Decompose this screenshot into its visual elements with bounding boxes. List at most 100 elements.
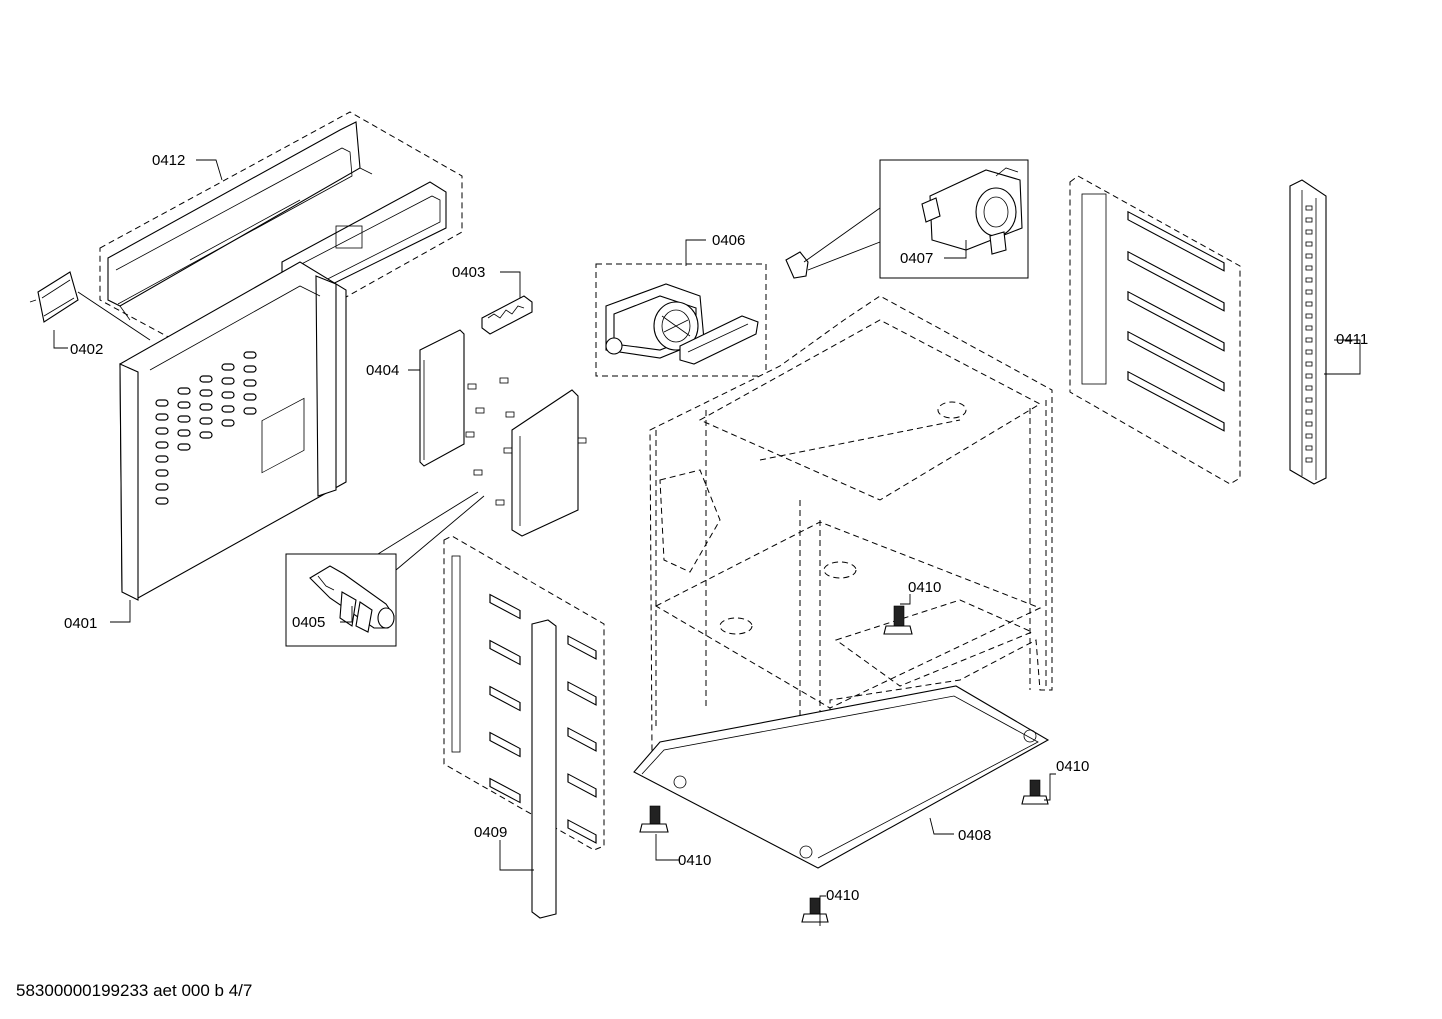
standoff-pin	[495, 499, 505, 506]
part-0412-top-cover	[99, 111, 463, 353]
part-0405-clip-detail	[285, 553, 397, 647]
rail-hole	[1305, 301, 1313, 307]
rail-hole	[1305, 241, 1313, 247]
rail-hole	[1305, 325, 1313, 331]
part-0402-bracket	[29, 271, 151, 341]
vent-slot	[199, 375, 213, 383]
vent-slot	[177, 387, 191, 395]
panel-slot	[1127, 330, 1225, 392]
part-0406-fan-assembly	[595, 263, 767, 377]
label-0412: 0412	[152, 152, 185, 169]
rail-hole	[1305, 409, 1313, 415]
rail-hole	[1305, 205, 1313, 211]
label-0407: 0407	[900, 250, 933, 267]
label-0402: 0402	[70, 341, 103, 358]
vent-slot	[243, 393, 257, 401]
panel-flange	[451, 555, 461, 753]
panel-slot	[567, 773, 597, 798]
vent-slot	[155, 483, 169, 491]
vent-slot	[155, 427, 169, 435]
part-0404-control-board	[419, 329, 587, 537]
label-0403: 0403	[452, 264, 485, 281]
vent-slot	[243, 365, 257, 373]
vent-slot	[243, 351, 257, 359]
vent-slot	[177, 401, 191, 409]
label-0408: 0408	[958, 827, 991, 844]
part-0410-foot-upper	[883, 605, 913, 635]
document-id: 58300000199233 aet 000 b 4/7	[16, 981, 253, 1000]
rail-hole	[1305, 265, 1313, 271]
panel-slot	[489, 639, 521, 666]
rail-hole	[1305, 229, 1313, 235]
label-0410-right: 0410	[1056, 758, 1089, 775]
part-0410-foot-bottom	[801, 897, 829, 923]
label-leaders	[53, 159, 1361, 926]
vent-slot	[221, 391, 235, 399]
vent-slot	[155, 441, 169, 449]
leaders-0405	[377, 491, 485, 571]
rail-hole	[1305, 385, 1313, 391]
panel-slot	[489, 685, 521, 712]
part-0409-side-panel	[443, 535, 605, 919]
rail-hole	[1305, 313, 1313, 319]
label-0405: 0405	[292, 614, 325, 631]
rail-hole	[1305, 253, 1313, 259]
standoff-pin	[499, 377, 509, 384]
vent-slot	[177, 443, 191, 451]
rail-hole	[1305, 361, 1313, 367]
vent-slot	[221, 363, 235, 371]
rail-hole	[1305, 397, 1313, 403]
panel-slot	[1127, 250, 1225, 312]
label-0411: 0411	[1336, 331, 1368, 348]
standoff-pin	[473, 469, 483, 476]
vent-slot	[155, 455, 169, 463]
panel-recess	[1081, 193, 1107, 385]
standoff-pin	[505, 411, 515, 418]
vent-slot	[221, 405, 235, 413]
part-0411-rail	[1289, 179, 1327, 485]
standoff-pin	[475, 407, 485, 414]
vent-slot	[221, 377, 235, 385]
vent-slot	[199, 403, 213, 411]
rail-hole	[1305, 433, 1313, 439]
vent-slot	[155, 399, 169, 407]
vent-slot	[243, 407, 257, 415]
label-0404: 0404	[366, 362, 399, 379]
label-0410-left: 0410	[678, 852, 711, 869]
part-0408-cavity-frame	[633, 295, 1053, 869]
panel-slot	[567, 727, 597, 752]
label-0409: 0409	[474, 824, 507, 841]
part-0403-terminal-strip	[481, 295, 533, 335]
panel-slot	[489, 593, 521, 620]
label-0401: 0401	[64, 615, 97, 632]
standoff-pin	[577, 437, 587, 444]
rail-hole	[1305, 457, 1313, 463]
vent-slot	[199, 431, 213, 439]
vent-slot	[199, 389, 213, 397]
vent-slot	[155, 469, 169, 477]
rail-hole	[1305, 421, 1313, 427]
vent-slot	[199, 417, 213, 425]
panel-slot	[567, 681, 597, 706]
standoff-pin	[467, 383, 477, 390]
part-0410-foot-right	[1021, 779, 1049, 805]
panel-slot	[1127, 370, 1225, 432]
rail-hole	[1305, 289, 1313, 295]
part-right-side-panel	[1069, 175, 1241, 485]
rail-hole	[1305, 277, 1313, 283]
vent-slot	[177, 429, 191, 437]
vent-slot	[243, 379, 257, 387]
vent-slot	[177, 415, 191, 423]
rail-hole	[1305, 337, 1313, 343]
vent-slot	[155, 413, 169, 421]
rail-hole	[1305, 349, 1313, 355]
label-0410-upper: 0410	[908, 579, 941, 596]
panel-slot	[489, 731, 521, 758]
rail-hole	[1305, 217, 1313, 223]
panel-slot	[567, 635, 597, 660]
panel-slot	[1127, 290, 1225, 352]
vent-slot	[221, 419, 235, 427]
part-0401-side-panel	[119, 261, 347, 601]
vent-slot	[155, 497, 169, 505]
